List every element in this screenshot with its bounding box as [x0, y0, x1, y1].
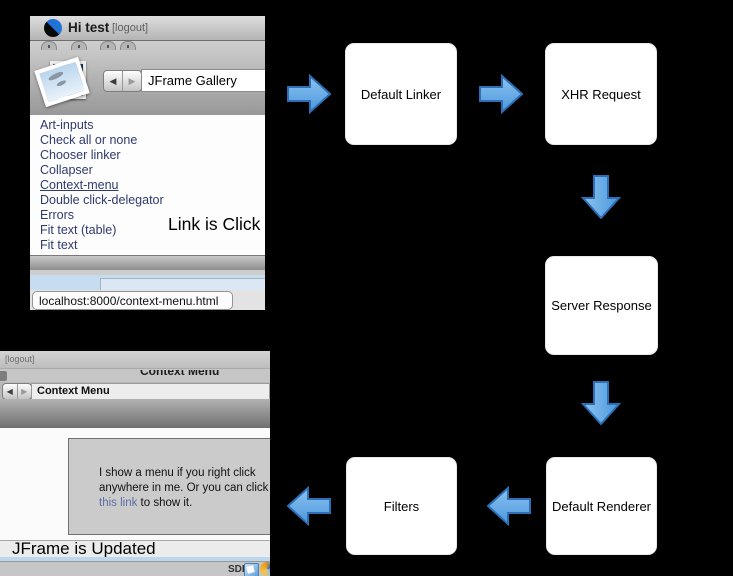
- context-menu-demo-box[interactable]: I show a menu if you right click anywher…: [68, 438, 270, 535]
- nav-buttons: ◀ ▶: [2, 383, 32, 400]
- top-browser-screenshot: Hi test [logout] ◀ ▶ JFrame Gallery: [30, 16, 265, 310]
- heading-strip: Context Menu: [0, 369, 270, 382]
- gallery-link[interactable]: Check all or none: [40, 133, 138, 147]
- updated-strip: JFrame is Updated: [0, 540, 270, 558]
- flow-box-label: Default Renderer: [552, 498, 651, 514]
- gallery-link[interactable]: Fit text (table): [40, 223, 117, 237]
- browser-toolbar: ◀ ▶ Context Menu: [0, 382, 270, 400]
- app-logo-icon: [44, 19, 62, 37]
- gallery-link[interactable]: Collapser: [40, 163, 93, 177]
- page-content-area: I show a menu if you right click anywher…: [0, 428, 270, 540]
- toolbar-bump-icon: [100, 41, 116, 50]
- toolbar-bump-icon: [71, 41, 87, 50]
- gallery-link[interactable]: Double click-delegator: [40, 193, 164, 207]
- logout-link[interactable]: [logout]: [112, 22, 149, 34]
- flow-arrow-right-2: [479, 75, 523, 113]
- status-url: localhost:8000/context-menu.html: [32, 291, 233, 310]
- gallery-statusbar-icon[interactable]: [244, 563, 259, 576]
- logout-link[interactable]: [logout]: [5, 354, 35, 364]
- flow-box-filters: Filters: [346, 457, 457, 555]
- context-menu-demo-text: I show a menu if you right click anywher…: [99, 467, 269, 509]
- window-title: Hi test: [68, 20, 110, 35]
- flow-box-default-linker: Default Linker: [345, 43, 457, 145]
- gallery-link-list-area: Art-inputs Check all or none Chooser lin…: [30, 115, 265, 255]
- gallery-link[interactable]: Errors: [40, 208, 75, 222]
- toolbar-bump-icon: [120, 41, 136, 50]
- gallery-app-icon: [34, 53, 94, 111]
- swirl-statusbar-icon[interactable]: [260, 562, 270, 576]
- nav-buttons: ◀ ▶: [103, 70, 142, 92]
- gallery-link[interactable]: Art-inputs: [40, 118, 94, 132]
- flow-box-server-response: Server Response: [545, 256, 658, 355]
- sdk-label: SDK: [228, 564, 250, 575]
- annotation-link-clicked: Link is Click: [168, 214, 261, 234]
- flow-box-label: XHR Request: [561, 86, 641, 102]
- flow-arrow-left-1: [487, 487, 531, 525]
- gallery-link-list: Art-inputs Check all or none Chooser lin…: [30, 115, 265, 253]
- divider-strip: [30, 270, 265, 275]
- flow-box-label: Default Linker: [360, 86, 442, 102]
- gallery-link[interactable]: Chooser linker: [40, 148, 121, 162]
- status-bar: localhost:8000/context-menu.html: [30, 290, 265, 310]
- gallery-link[interactable]: Fit text: [40, 238, 78, 252]
- flow-arrow-left-2: [287, 487, 331, 525]
- flow-box-label: Filters: [383, 498, 420, 514]
- back-button[interactable]: ◀: [6, 387, 13, 396]
- window-titlebar: [logout]: [0, 351, 270, 369]
- flow-arrow-down-2: [582, 381, 620, 425]
- forward-button[interactable]: ▶: [16, 384, 32, 399]
- back-button[interactable]: ◀: [109, 75, 117, 86]
- bottom-browser-screenshot: [logout] Context Menu ◀ ▶ Context Menu I…: [0, 351, 270, 576]
- toolbar-bump-icon: [41, 41, 57, 50]
- location-field[interactable]: JFrame Gallery: [141, 69, 265, 92]
- flow-box-label: Server Response: [551, 298, 652, 313]
- annotation-jframe-updated: JFrame is Updated: [12, 539, 156, 558]
- blue-divider-strip: [0, 557, 270, 561]
- flow-arrow-right-1: [287, 75, 331, 113]
- flow-arrow-down-1: [582, 175, 620, 219]
- scroll-strip: [30, 275, 265, 292]
- clipped-page-heading: Context Menu: [140, 370, 220, 378]
- location-field[interactable]: Context Menu: [31, 383, 270, 400]
- window-corner-icon: [0, 371, 7, 381]
- toolbar-shadow-band: [0, 399, 270, 428]
- forward-button[interactable]: ▶: [122, 71, 141, 91]
- window-titlebar: Hi test [logout]: [30, 16, 265, 41]
- content-bottom-band: [30, 255, 265, 271]
- flow-box-xhr-request: XHR Request: [545, 43, 657, 145]
- browser-toolbar: ◀ ▶ JFrame Gallery: [30, 41, 265, 115]
- status-bar: SDK: [0, 561, 270, 576]
- flow-box-default-renderer: Default Renderer: [546, 457, 657, 555]
- this-link[interactable]: this link: [99, 497, 138, 509]
- gallery-link-context-menu[interactable]: Context-menu: [40, 178, 119, 192]
